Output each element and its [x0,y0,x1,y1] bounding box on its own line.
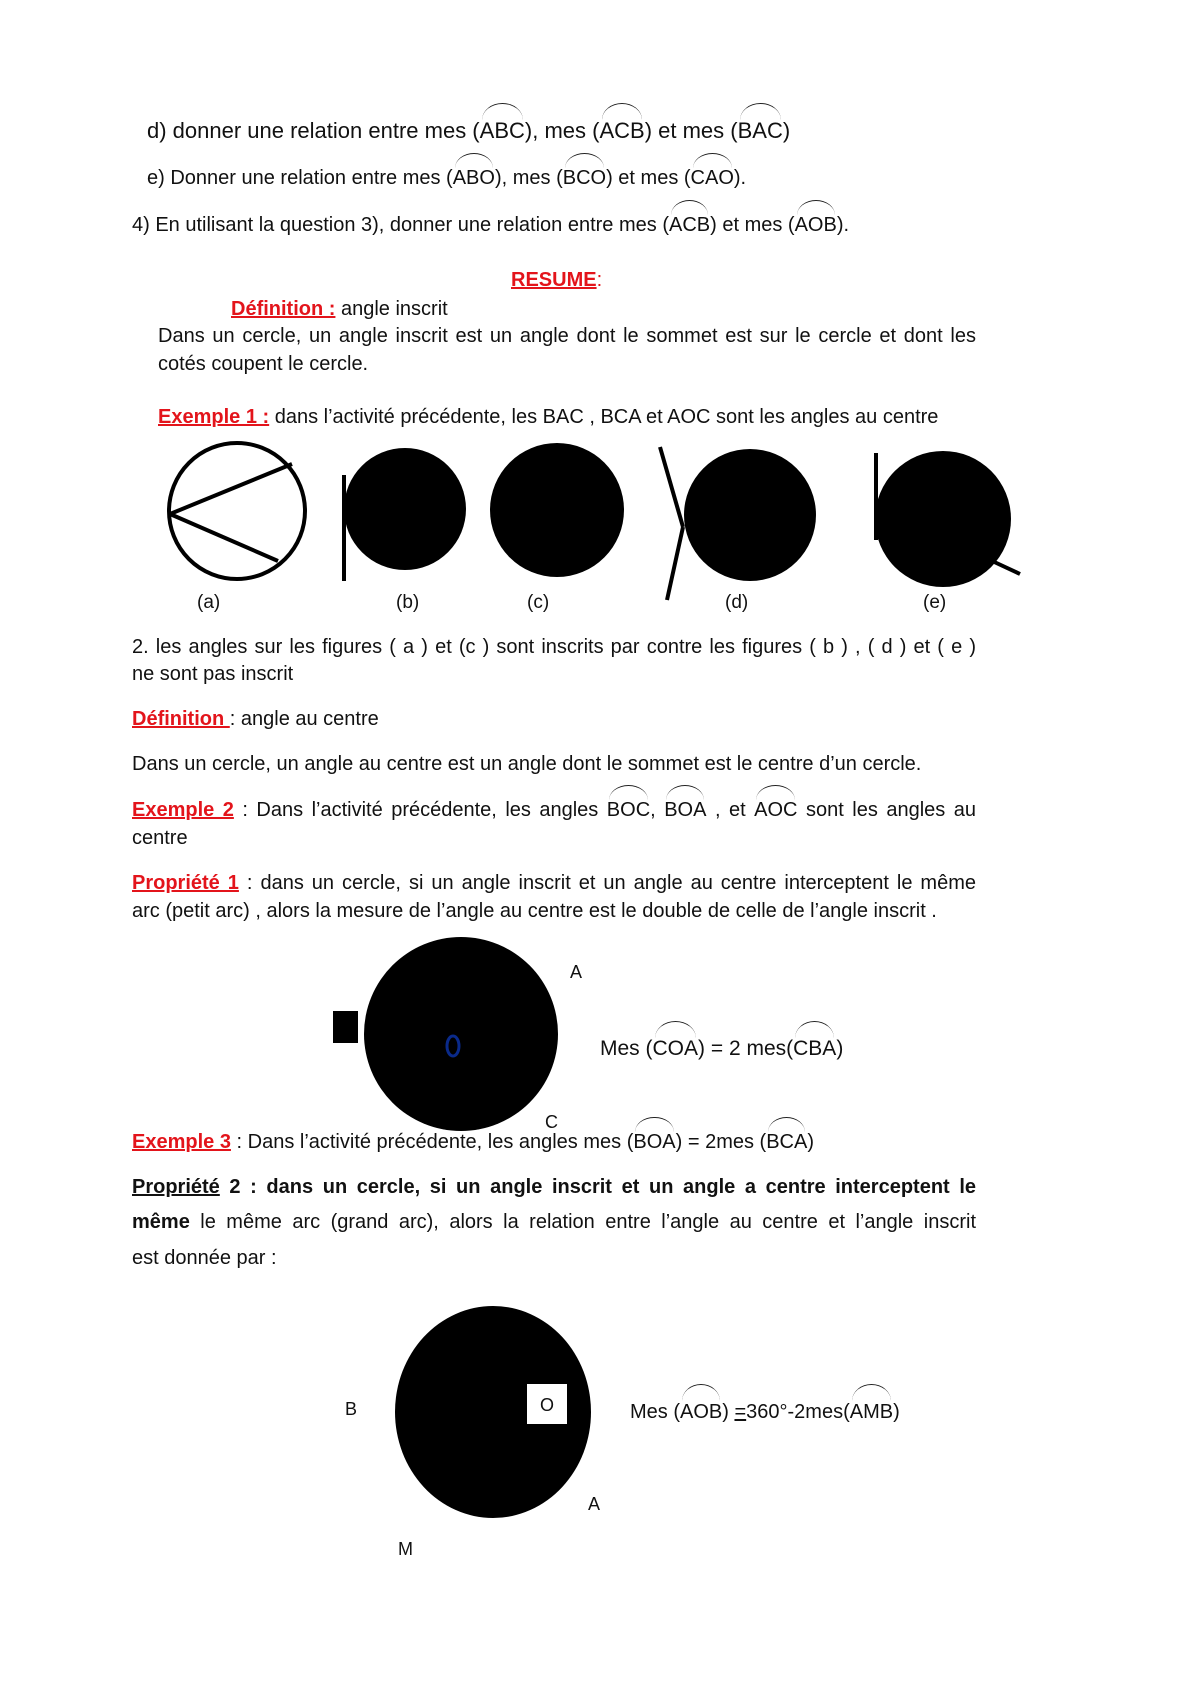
angle-hat: ACB [668,200,711,236]
property-1-line-2: arc (petit arc) , alors la mesure de l’a… [132,900,937,922]
question-e: e) Donner une relation entre mes (ABO), … [147,153,747,189]
figure-e [874,451,1021,587]
property-2-line-2: même le même arc (grand arc), alors la r… [132,1211,976,1233]
point-label-B: B [345,1399,358,1419]
figure-d [658,446,816,601]
property-1-line-1: Propriété 1 : dans un cercle, si un angl… [132,872,976,894]
example-2-line-2: centre [132,827,188,849]
point-label-C: C [545,1112,558,1132]
question-d: d) donner une relation entre mes (ABC), … [147,103,791,143]
figure-label-e: (e) [923,592,947,613]
angle-hat: ACB [599,103,645,143]
angle-hat: BOA [633,1117,676,1153]
point-2-line-1: 2. les angles sur les figures ( a ) et (… [132,636,976,658]
definition-1-text: Dans un cercle, un angle inscrit est un … [158,325,976,347]
point-label-O: O [540,1395,555,1415]
angle-hat: BCO [562,153,607,189]
example-2-line-1: Exemple 2 : Dans l’activité précédente, … [132,785,976,821]
definition-2-title: Définition : angle au centre [132,708,379,730]
angle-hat: AOB [794,200,837,236]
definition-1-text-2: cotés coupent le cercle. [158,353,369,375]
angle-hat: BAC [737,103,783,143]
property-2-line-1: Propriété 2 : dans un cercle, si un angl… [132,1176,976,1198]
angle-hat: AMB [849,1384,894,1423]
definition-1-title: Définition : angle inscrit [231,298,448,320]
angle-hat: COA [652,1021,699,1060]
figure-a [167,441,307,581]
formula-2: Mes (AOB) =360°-2mes(AMB) [630,1384,900,1423]
property-2-line-3: est donnée par : [132,1247,277,1269]
figure-label-a: (a) [197,592,221,613]
point-label-M: M [398,1539,413,1559]
angle-hat: BOC [606,785,651,821]
angle-hat: BOA [664,785,707,821]
figure-label-b: (b) [396,592,420,613]
question-4: 4) En utilisant la question 3), donner u… [132,200,850,236]
point-label-A: A [570,962,583,982]
angle-hat: CAO [690,153,734,189]
angle-hat: AOC [754,785,798,821]
angle-hat: BCA [766,1117,808,1153]
figure-label-c: (c) [527,592,550,613]
angle-hat: CBA [793,1021,837,1060]
angle-hat: ABC [479,103,525,143]
resume-heading: RESUME: [511,269,603,291]
figure-c [490,443,624,577]
point-label-A2: A [588,1494,601,1514]
angle-hat: AOB [680,1384,723,1423]
point-2-line-2: ne sont pas inscrit [132,663,294,685]
example-1: Exemple 1 : dans l’activité précédente, … [158,406,939,428]
angle-hat: ABO [452,153,495,189]
definition-2-text: Dans un cercle, un angle au centre est u… [132,753,922,775]
figure-b [342,448,466,581]
figure-label-d: (d) [725,592,749,613]
formula-1: Mes (COA) = 2 mes(CBA) [600,1021,844,1060]
example-3: Exemple 3 : Dans l’activité précédente, … [132,1117,814,1153]
